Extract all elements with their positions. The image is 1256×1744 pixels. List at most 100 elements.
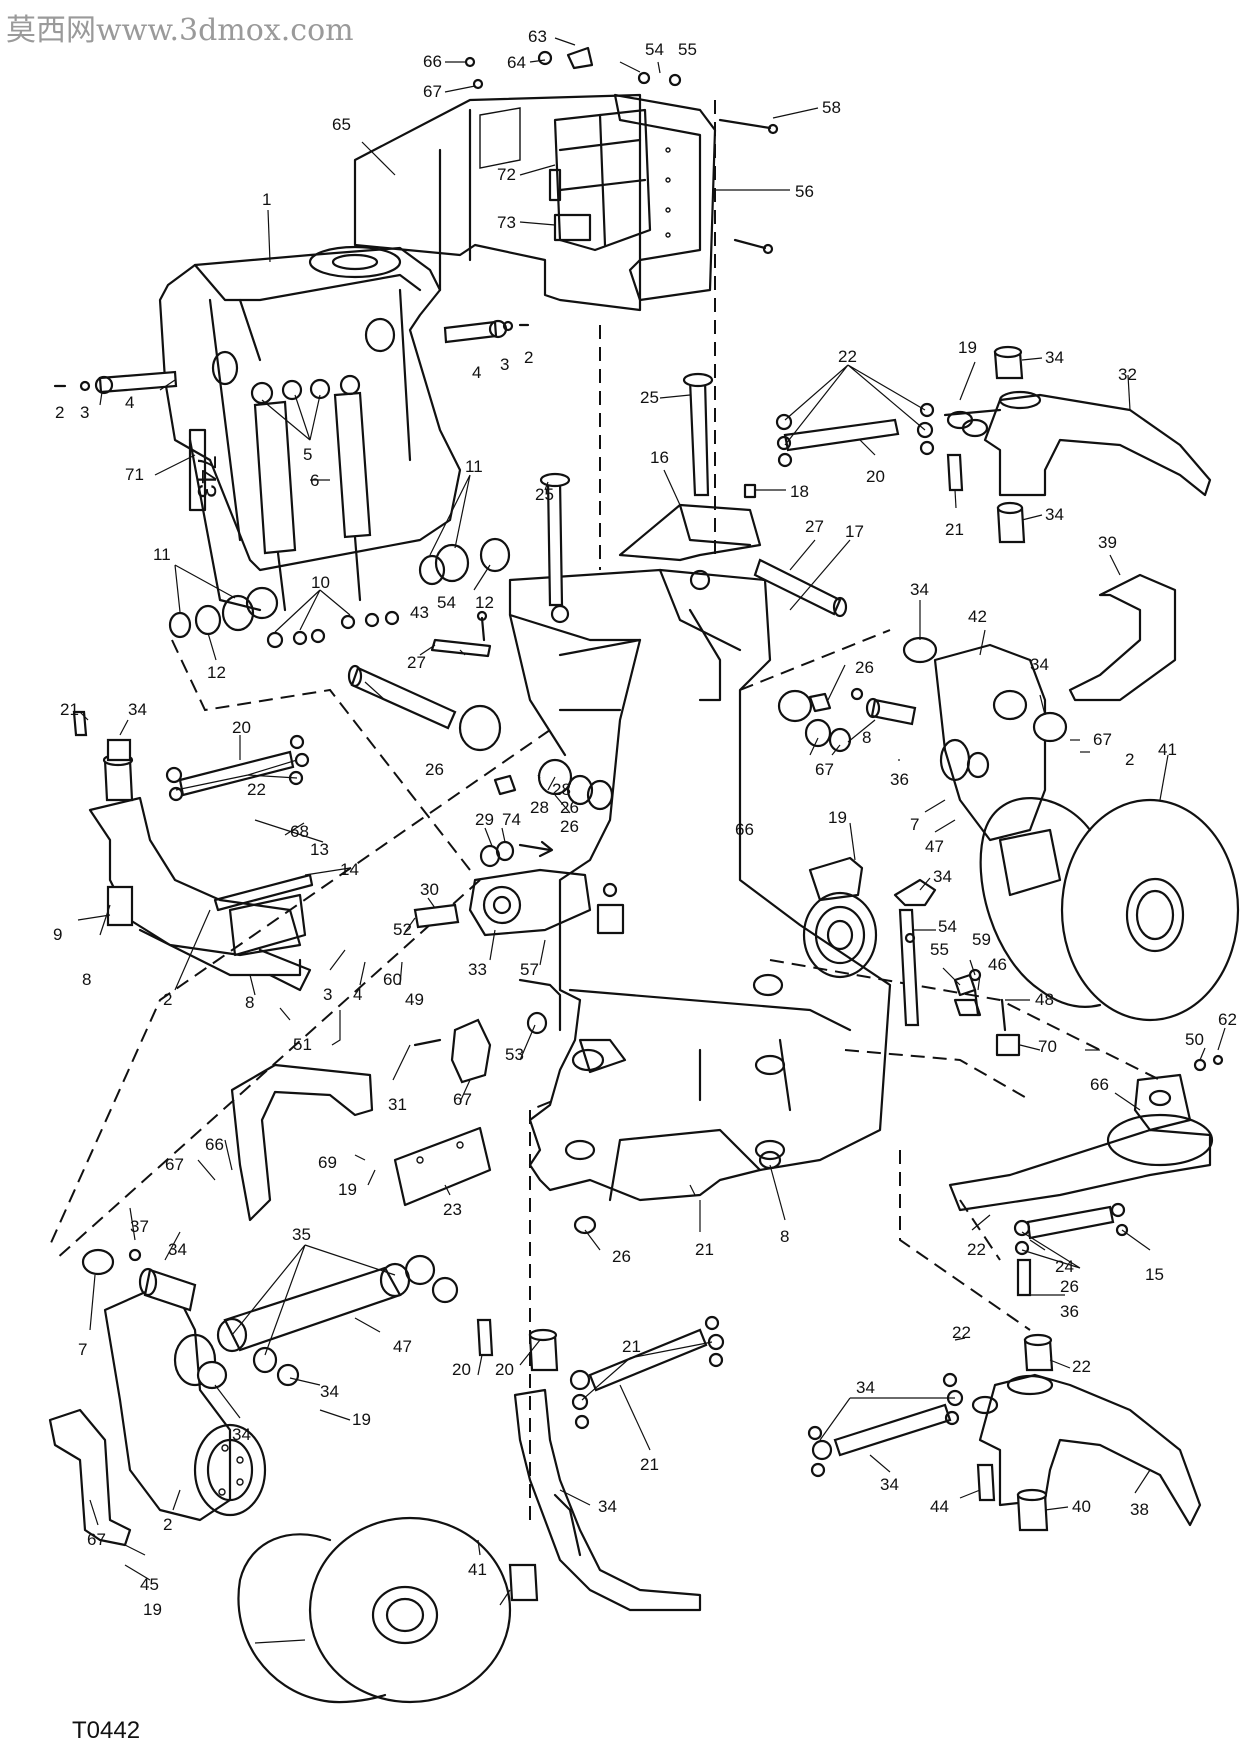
callout-label: 27 [407, 653, 426, 672]
pin-30-74 [893, 878, 937, 1027]
callout-label: 2 [55, 403, 64, 422]
callout-label: 67 [1093, 730, 1112, 749]
callout-label: 26 [560, 817, 579, 836]
callout-label: 34 [1045, 505, 1064, 524]
callout-label: 72 [497, 165, 516, 184]
steering-arm-44 [971, 1333, 1202, 1532]
callout-label: 35 [292, 1225, 311, 1244]
callout-label: 34 [933, 867, 952, 886]
callout-label: 39 [1098, 533, 1117, 552]
callout-label: 43 [410, 603, 429, 622]
parts-46-50-51 [413, 978, 562, 1084]
callout-label: 19 [338, 1180, 357, 1199]
bracket-16 [618, 503, 762, 562]
callout-label: 11 [465, 457, 483, 476]
bushings-10-11-12 [168, 537, 511, 649]
bushings-34-top-right [946, 345, 1026, 544]
callout-label: 67 [87, 1530, 106, 1549]
steering-arm-32 [943, 390, 1212, 497]
callout-label: 2 [524, 348, 533, 367]
callout-label: 8 [245, 993, 254, 1012]
callout-label: 22 [838, 347, 857, 366]
wheel-fork-42 [902, 636, 1068, 842]
callout-label: 1 [262, 190, 271, 209]
guard-39 [1068, 573, 1177, 702]
callout-label: 2 [163, 990, 172, 1009]
callout-label: 22 [952, 1323, 971, 1342]
callout-label: 8 [780, 1227, 789, 1246]
cover-plate-65 [353, 93, 642, 312]
callout-label: 23 [443, 1200, 462, 1219]
callout-label: 8 [82, 970, 91, 989]
callout-label: 34 [168, 1240, 187, 1259]
callout-label: 40 [1072, 1497, 1091, 1516]
callout-label: 29 [475, 810, 494, 829]
callout-label: 14 [340, 860, 359, 879]
callout-label: 62 [1218, 1010, 1237, 1029]
frame-marking-743: 743 [192, 455, 222, 498]
callout-label: 69 [318, 1153, 337, 1172]
tie-rod-20-lower-mid [569, 1315, 725, 1430]
callout-label: 19 [352, 1410, 371, 1429]
callout-label: 10 [311, 573, 330, 592]
callout-label: 74 [502, 810, 521, 829]
control-valve-72-73 [548, 108, 652, 252]
callout-label: 25 [535, 485, 554, 504]
callout-label: 67 [165, 1155, 184, 1174]
callout-label: 66 [735, 820, 754, 839]
callout-label: 70 [1038, 1037, 1057, 1056]
callout-label: 20 [495, 1360, 514, 1379]
callout-label: 21 [945, 520, 964, 539]
callout-label: 54 [938, 917, 957, 936]
callout-label: 5 [303, 445, 312, 464]
callout-label: 7 [78, 1340, 87, 1359]
callout-label: 26 [425, 760, 444, 779]
callout-label: 2 [163, 1515, 172, 1534]
callout-label: 13 [310, 840, 329, 859]
bracket-plate-56 [613, 93, 717, 302]
callout-label: 15 [1145, 1265, 1164, 1284]
mast-frame-1: 743 [158, 245, 462, 620]
callout-label: 8 [862, 728, 871, 747]
callout-label: 9 [53, 925, 62, 944]
callout-label: 18 [790, 482, 809, 501]
wheel-41-right [979, 797, 1240, 1022]
callout-label: 67 [815, 760, 834, 779]
callout-label: 34 [1045, 348, 1064, 367]
callout-label: 22 [1072, 1357, 1091, 1376]
callout-label: 34 [1030, 655, 1049, 674]
callout-label: 21 [695, 1240, 714, 1259]
callout-label: 55 [930, 940, 949, 959]
steering-arm-45 [476, 1318, 702, 1612]
callout-label: 41 [468, 1560, 487, 1579]
callout-label: 26 [612, 1247, 631, 1266]
callout-label: 48 [1035, 990, 1054, 1009]
callout-label: 21 [622, 1337, 641, 1356]
callout-label: 42 [968, 607, 987, 626]
callout-label: 4 [472, 363, 481, 382]
callout-label: 51 [293, 1035, 312, 1054]
callout-label: 36 [890, 770, 909, 789]
callout-label: 19 [828, 808, 847, 827]
callout-label: 34 [880, 1475, 899, 1494]
callout-label: 37 [130, 1217, 149, 1236]
watermark-text: 莫西网www.3dmox.com [6, 13, 354, 48]
callout-label: 3 [323, 985, 332, 1004]
callout-label: 27 [805, 517, 824, 536]
fasteners-top [464, 46, 779, 255]
callout-label: 59 [972, 930, 991, 949]
callout-label: 30 [420, 880, 439, 899]
callout-label: 34 [320, 1382, 339, 1401]
callout-label: 73 [497, 213, 516, 232]
callout-label: 28 [552, 780, 571, 799]
callout-label: 24 [1055, 1257, 1074, 1276]
callout-label: 55 [678, 40, 697, 59]
callout-label: 11 [153, 545, 171, 564]
drawing-code: T0442 [72, 1717, 140, 1744]
leader-lines [77, 37, 1226, 1644]
callout-label: 54 [437, 593, 456, 612]
callout-label: 20 [866, 467, 885, 486]
callout-label: 32 [1118, 365, 1137, 384]
callout-label: 33 [468, 960, 487, 979]
